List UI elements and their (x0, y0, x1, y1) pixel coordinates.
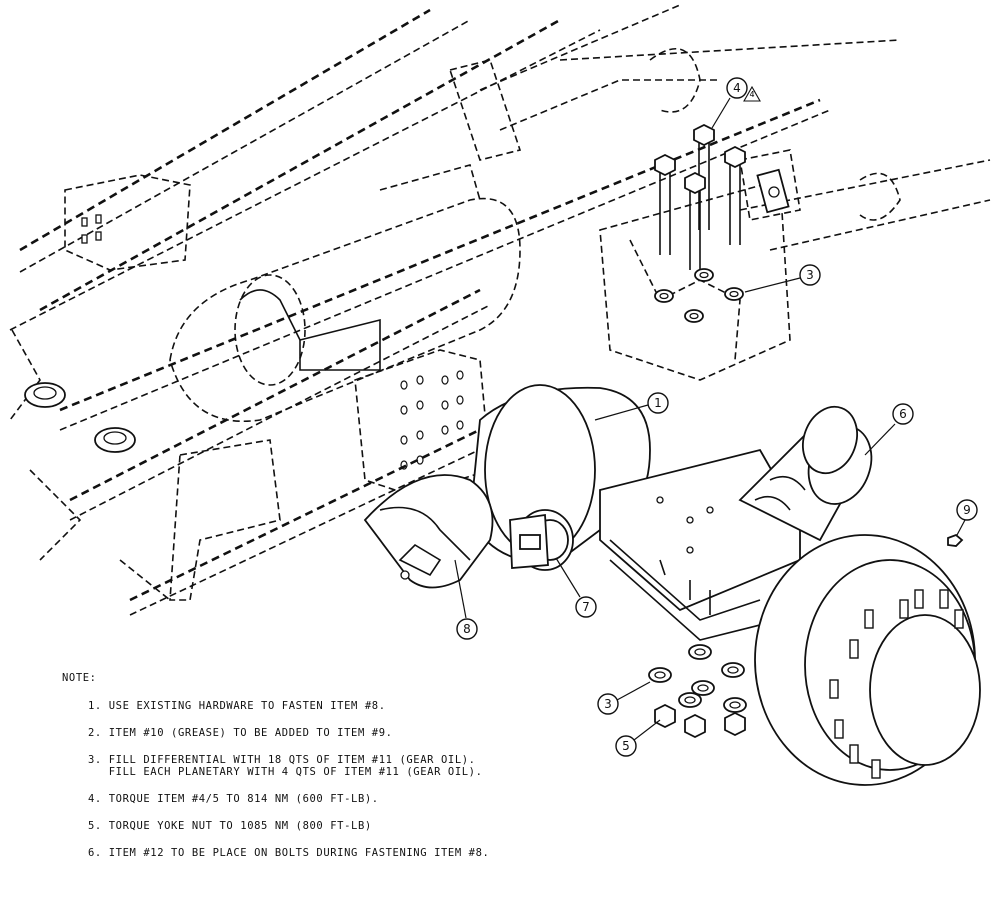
revision-triangle: 4 (743, 85, 761, 102)
item-balloon-8: 8 (454, 559, 478, 640)
item-balloon-4: 4 (711, 77, 748, 129)
balloon-label: 4 (733, 81, 741, 95)
notes-title: NOTE: (62, 672, 97, 684)
item-balloon-3-upper: 3 (744, 264, 821, 293)
balloon-label: 5 (622, 739, 630, 753)
wheel-hub (754, 534, 981, 786)
balloon-label: 7 (582, 600, 590, 614)
item-balloon-3-lower: 3 (597, 681, 651, 715)
note-item: 2. ITEM #10 (GREASE) TO BE ADDED TO ITEM… (88, 727, 393, 739)
mounting-bolts (654, 123, 790, 323)
notes-block: NOTE: 1. USE EXISTING HARDWARE TO FASTEN… (62, 672, 622, 874)
item-balloon-6: 6 (864, 403, 914, 456)
balloon-label: 3 (604, 697, 612, 711)
item-balloon-7: 7 (555, 557, 597, 618)
note-item: 4. TORQUE ITEM #4/5 TO 814 NM (600 FT-LB… (88, 793, 379, 805)
drive-shield (363, 474, 494, 589)
yoke-assembly (509, 509, 574, 571)
balloon-label: 9 (963, 503, 971, 517)
item-balloon-5: 5 (615, 719, 661, 757)
item-balloon-9: 9 (956, 499, 978, 536)
note-item: 1. USE EXISTING HARDWARE TO FASTEN ITEM … (88, 700, 386, 712)
balloon-label: 8 (463, 622, 471, 636)
hidden-cylinder (24, 197, 521, 453)
axle-differential (469, 384, 801, 641)
balloon-label: 6 (899, 407, 907, 421)
balloon-label: 3 (806, 268, 814, 282)
loose-hardware (648, 533, 964, 739)
note-item: 3. FILL DIFFERENTIAL WITH 18 QTS OF ITEM… (88, 754, 483, 778)
axle-tube (738, 405, 873, 542)
revision-mark: 4 (749, 90, 754, 99)
note-item: 6. ITEM #12 TO BE PLACE ON BOLTS DURING … (88, 847, 490, 859)
item-balloon-1: 1 (594, 392, 669, 421)
balloon-label: 1 (654, 396, 662, 410)
note-item: 5. TORQUE YOKE NUT TO 1085 NM (800 FT-LB… (88, 820, 372, 832)
